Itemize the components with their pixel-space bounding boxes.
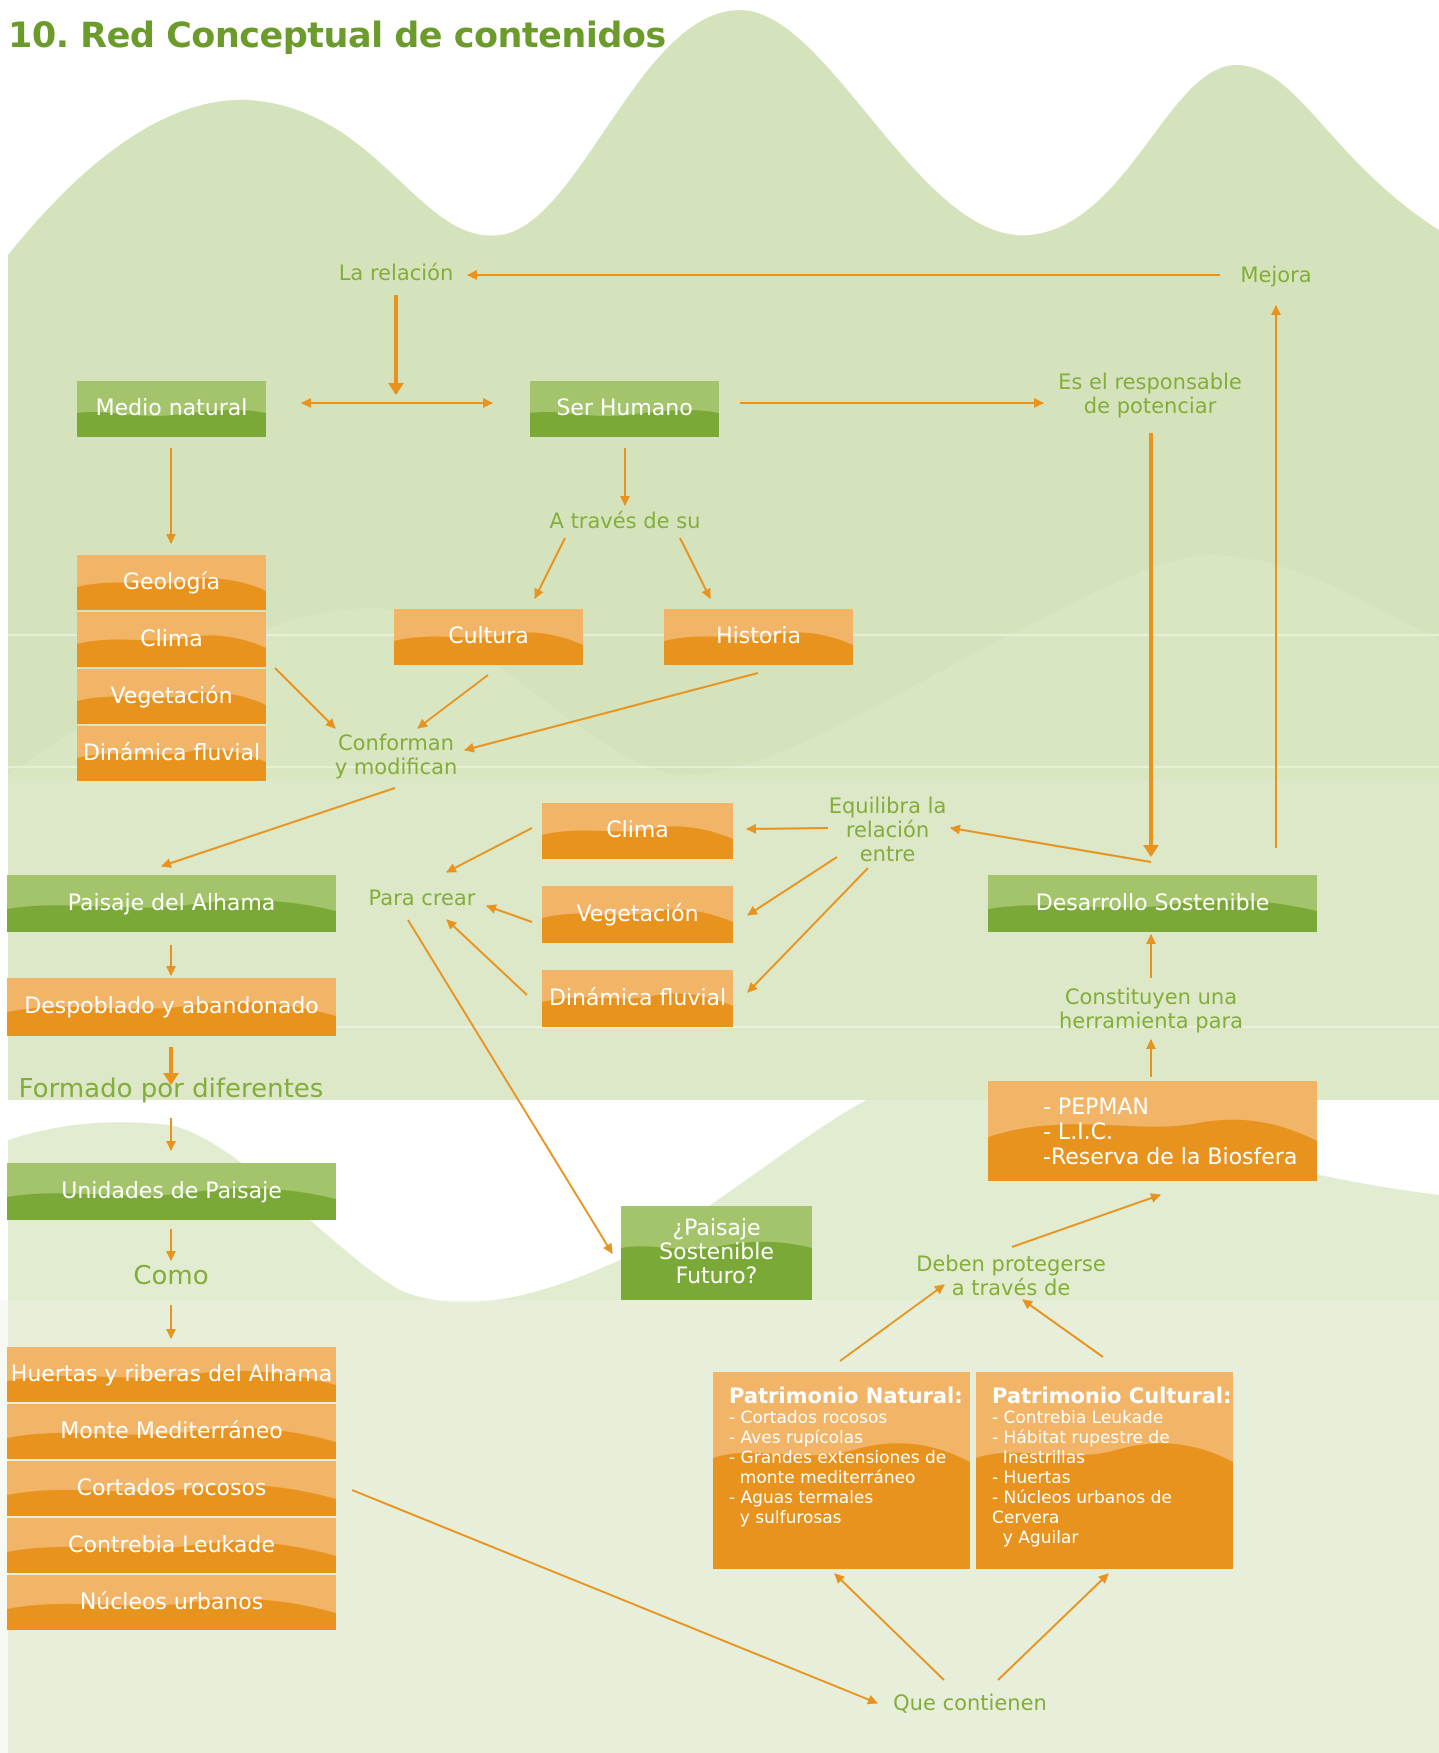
box-desarrollo-sostenible-label: Desarrollo Sostenible [1035,890,1270,916]
box-vegetacion-label: Vegetación [110,683,233,709]
box-paisaje-futuro: ¿Paisaje Sostenible Futuro? [621,1206,812,1300]
label-que-contienen: Que contienen [893,1691,1047,1715]
list-item: - Contrebia Leukade [992,1408,1164,1428]
box-paisaje-alhama-label: Paisaje del Alhama [67,890,276,916]
label-como: Como [133,1261,209,1291]
proteccion-item: - PEPMAN [1043,1095,1149,1120]
box-clima: Clima [77,612,266,667]
list-item: - Cortados rocosos [729,1408,888,1428]
box-clima-2-label: Clima [606,818,669,843]
list-item: - Aves rupícolas [729,1428,863,1448]
box-clima-2: Clima [542,803,733,859]
label-equilibra: Equilibra la relación entre [828,794,947,866]
list-item-label: Monte Mediterráneo [60,1418,283,1444]
box-historia: Historia [664,609,853,665]
list-item-label: Cortados rocosos [76,1475,267,1501]
list-item: Núcleos urbanos [7,1575,336,1630]
list-item: - Núcleos urbanos de [992,1488,1172,1508]
list-item-label: Contrebia Leukade [68,1532,275,1558]
list-item: - Grandes extensiones de [729,1448,947,1468]
box-patrimonio-cultural: Patrimonio Cultural: - Contrebia Leukade… [976,1372,1233,1569]
box-medio-natural-label: Medio natural [95,396,248,421]
label-mejora: Mejora [1240,263,1312,287]
list-item: monte mediterráneo [729,1468,916,1488]
box-despoblado: Despoblado y abandonado [7,978,336,1036]
box-cultura-label: Cultura [448,624,529,649]
box-dinamica-fluvial-label: Dinámica fluvial [82,740,261,766]
proteccion-item: -Reserva de la Biosfera [1043,1145,1298,1170]
label-a-traves: A través de su [549,509,701,533]
box-dinamica-fluvial-2: Dinámica fluvial [542,970,733,1027]
list-item: Huertas y riberas del Alhama [7,1347,336,1402]
list-item: Contrebia Leukade [7,1518,336,1573]
label-conforman: Conforman y modifican [334,731,458,779]
list-item: Cervera [992,1508,1060,1528]
list-item: Inestrillas [992,1448,1086,1468]
box-dinamica-fluvial: Dinámica fluvial [77,726,266,781]
list-item-label: Núcleos urbanos [79,1589,264,1615]
list-item: - Hábitat rupestre de [992,1428,1170,1448]
label-la-relacion: La relación [338,261,454,285]
box-geologia: Geología [77,555,266,610]
box-vegetacion-2-label: Vegetación [576,901,699,927]
box-cultura: Cultura [394,609,583,665]
box-historia-label: Historia [716,624,801,649]
box-geologia-label: Geología [122,569,221,595]
box-ser-humano: Ser Humano [530,381,719,437]
list-item: Monte Mediterráneo [7,1404,336,1459]
list-item: y sulfurosas [729,1508,842,1528]
box-patrimonio-natural: Patrimonio Natural: - Cortados rocosos -… [713,1372,970,1569]
box-despoblado-label: Despoblado y abandonado [24,994,319,1019]
box-ser-humano-label: Ser Humano [556,396,693,421]
box-paisaje-alhama: Paisaje del Alhama [7,875,336,932]
label-para-crear: Para crear [368,886,476,910]
list-item: Cortados rocosos [7,1461,336,1516]
patrimonio-cultural-title: Patrimonio Cultural: [992,1384,1232,1408]
list-item: - Huertas [992,1468,1071,1488]
label-formado: Formado por diferentes [18,1074,324,1104]
label-es-responsable: Es el responsable de potenciar [1058,370,1242,418]
box-vegetacion-2: Vegetación [542,886,733,943]
patrimonio-natural-title: Patrimonio Natural: [729,1384,963,1408]
label-constituyen: Constituyen una herramienta para [1059,985,1243,1033]
mountain-back [8,10,1439,780]
box-medio-natural: Medio natural [77,381,266,437]
box-paisaje-futuro-label: ¿Paisaje Sostenible Futuro? [659,1216,774,1289]
box-desarrollo-sostenible: Desarrollo Sostenible [988,875,1317,932]
page-title: 10. Red Conceptual de contenidos [8,16,666,56]
box-figuras-proteccion: - PEPMAN - L.I.C. -Reserva de la Biosfer… [988,1081,1317,1181]
box-unidades-paisaje: Unidades de Paisaje [7,1163,336,1220]
box-clima-label: Clima [140,626,203,652]
box-vegetacion: Vegetación [77,669,266,724]
box-dinamica-fluvial-2-label: Dinámica fluvial [548,985,727,1011]
proteccion-item: - L.I.C. [1043,1120,1114,1145]
box-unidades-paisaje-label: Unidades de Paisaje [61,1178,282,1204]
label-deben: Deben protegerse a través de [916,1252,1106,1300]
list-item-label: Huertas y riberas del Alhama [10,1361,333,1387]
list-item: - Aguas termales [729,1488,874,1508]
list-item: y Aguilar [992,1528,1079,1548]
unidades-list: Huertas y riberas del Alhama Monte Medit… [7,1347,336,1630]
